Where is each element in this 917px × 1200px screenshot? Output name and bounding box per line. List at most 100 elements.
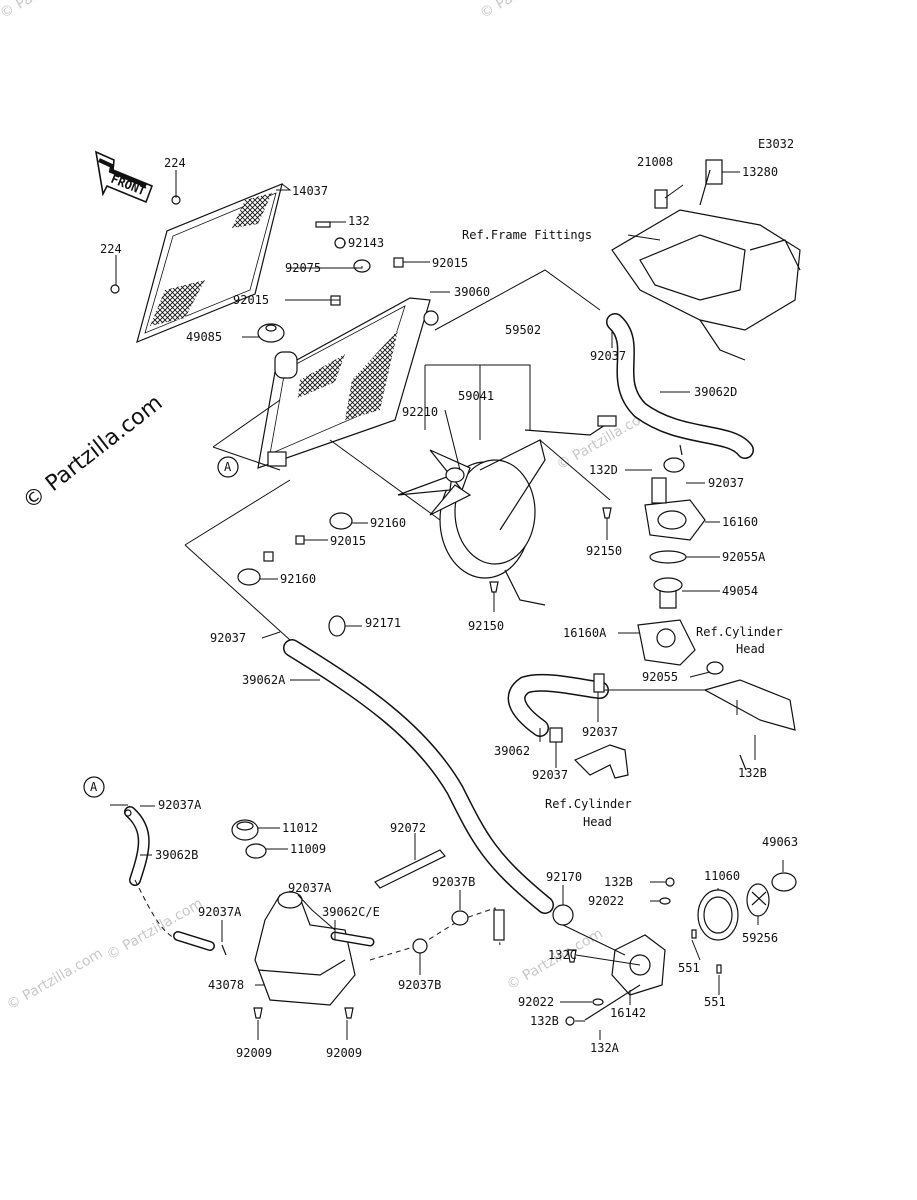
label-92037-low: 92037: [532, 768, 568, 782]
label-13280: 13280: [742, 165, 778, 179]
grommet-92160-a: [329, 512, 353, 530]
cylinder-head-fitting-right: [703, 679, 796, 731]
label-39062CE: 39062C/E: [322, 905, 380, 919]
bolt-92009-a: [253, 1007, 263, 1019]
label-39062D: 39062D: [694, 385, 737, 399]
label-49063: 49063: [762, 835, 798, 849]
label-59502: 59502: [505, 323, 541, 337]
faint-watermark-1: © Partzilla.com: [0, 0, 99, 22]
label-14037: 14037: [292, 184, 328, 198]
seal-49063: [771, 872, 797, 892]
faint-watermark-2: © Partzilla.com: [477, 0, 579, 22]
label-39062: 39062: [494, 744, 530, 758]
label-92037-therm: 92037: [708, 476, 744, 490]
label-92055A: 92055A: [722, 550, 766, 564]
part-labels: 224 14037 132 92143 224 92075 92015 9201…: [100, 155, 798, 1060]
label-132C: 132C: [548, 948, 577, 962]
label-92170: 92170: [546, 870, 582, 884]
label-551-b: 551: [704, 995, 726, 1009]
clamp-92037B-a: [451, 910, 469, 926]
label-92015-right: 92015: [432, 256, 468, 270]
label-92037-top: 92037: [590, 349, 626, 363]
radiator-fasteners: [315, 221, 404, 306]
label-92037A-left: 92037A: [198, 905, 242, 919]
hose-39062D: [606, 313, 754, 459]
label-224-top: 224: [164, 156, 186, 170]
dowel-551-a: [691, 929, 697, 939]
label-92210: 92210: [402, 405, 438, 419]
hose-39062: [507, 673, 609, 737]
thermostat-49054: [653, 577, 683, 609]
label-224-left: 224: [100, 242, 122, 256]
label-39060: 39060: [454, 285, 490, 299]
dowel-551-b: [716, 964, 722, 974]
radiator-screen: [110, 182, 283, 344]
pump-cover-11060: [697, 889, 739, 941]
label-39062A: 39062A: [242, 673, 286, 687]
cylinder-head-fitting-lower: [573, 744, 629, 779]
label-49085: 49085: [186, 330, 222, 344]
bolt-92150-b: [489, 581, 499, 593]
label-11012: 11012: [282, 821, 318, 835]
clip-92015-lower-b: [295, 535, 305, 545]
label-132: 132: [348, 214, 370, 228]
label-21008: 21008: [637, 155, 673, 169]
label-92160-upper: 92160: [370, 516, 406, 530]
callout-a-upper: A: [217, 456, 239, 478]
label-92072: 92072: [390, 821, 426, 835]
hose-39062A: [283, 639, 554, 914]
label-39062B: 39062B: [155, 848, 198, 862]
clamp-92037-mid: [593, 673, 605, 693]
tank-cap-11012: [231, 819, 259, 841]
leader-lines: [110, 170, 784, 1040]
clip-92015-lower-a: [263, 551, 274, 562]
o-ring-92055A: [649, 550, 687, 564]
faint-watermark-6: © Partzilla.com: [4, 946, 106, 1014]
callout-a-upper-label: A: [224, 460, 232, 474]
label-551-a: 551: [678, 961, 700, 975]
label-92143: 92143: [348, 236, 384, 250]
label-11060: 11060: [704, 869, 740, 883]
label-92037-hose: 92037: [210, 631, 246, 645]
label-16160A: 16160A: [563, 626, 607, 640]
label-59256: 59256: [742, 931, 778, 945]
label-132B-pump-low: 132B: [530, 1014, 559, 1028]
grommet-92160-b: [237, 568, 261, 586]
impeller-59256: [746, 883, 770, 917]
label-92022-top: 92022: [588, 894, 624, 908]
label-49054: 49054: [722, 584, 758, 598]
label-92015-lower: 92015: [330, 534, 366, 548]
ref-cylinder-head-1-line1: Ref.Cylinder: [696, 625, 783, 639]
clamp-92037B-b: [412, 938, 428, 954]
thermostat-housing-16160A: [637, 619, 724, 675]
front-arrow-icon: FRONT: [94, 150, 154, 204]
label-92075: 92075: [285, 261, 321, 275]
fan-assembly: [397, 415, 617, 606]
ref-cylinder-head-1-line2: Head: [736, 642, 765, 656]
label-92037-mid: 92037: [582, 725, 618, 739]
label-92022-low: 92022: [518, 995, 554, 1009]
label-92037A-top: 92037A: [158, 798, 202, 812]
clip-92171: [328, 615, 346, 637]
bolt-132B-top: [665, 877, 675, 887]
label-92160-lower: 92160: [280, 572, 316, 586]
gasket-11009: [245, 843, 267, 859]
thermostat-cover: [644, 457, 706, 541]
label-92150-lower: 92150: [468, 619, 504, 633]
washer-92022-low: [592, 998, 604, 1006]
label-92150-right: 92150: [586, 544, 622, 558]
label-132D: 132D: [589, 463, 618, 477]
label-92009-left: 92009: [236, 1046, 272, 1060]
label-92171: 92171: [365, 616, 401, 630]
label-132A: 132A: [590, 1041, 620, 1055]
tube-dashed-route: [369, 907, 501, 961]
ref-cylinder-head-2-line2: Head: [583, 815, 612, 829]
clamp-92170: [552, 904, 574, 926]
partzilla-watermark: © Partzilla.com: [18, 391, 167, 515]
ref-cylinder-head-2-line1: Ref.Cylinder: [545, 797, 632, 811]
label-132B-pump-top: 132B: [604, 875, 633, 889]
callout-a-lower-label: A: [90, 780, 98, 794]
bolt-132B-low: [565, 1016, 575, 1026]
label-11009: 11009: [290, 842, 326, 856]
